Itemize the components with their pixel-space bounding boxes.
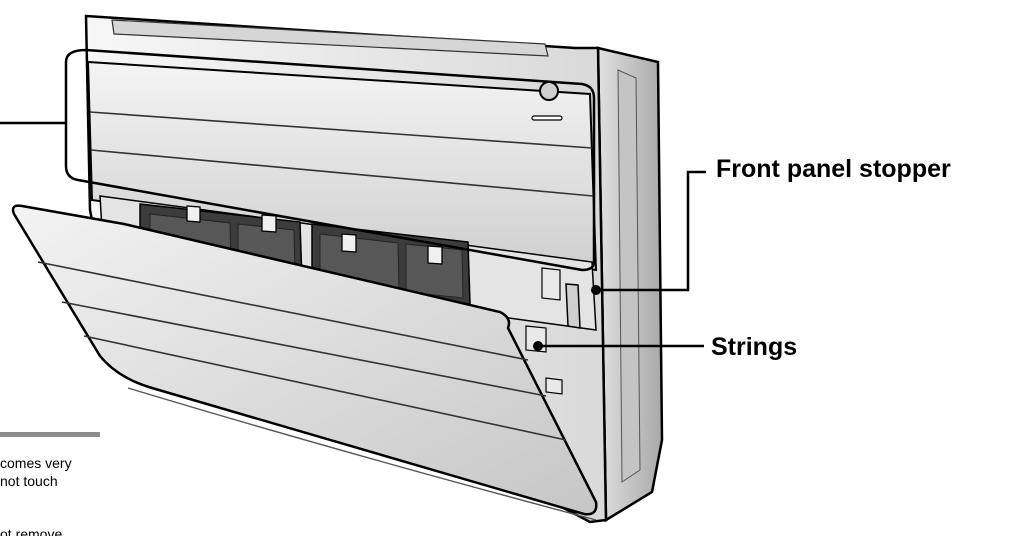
- lower-interior-part: [545, 377, 563, 395]
- front-panel-upper: [86, 60, 598, 272]
- round-indicator-icon: [539, 81, 559, 101]
- strings-leader-dot: [533, 341, 543, 351]
- side-note-line-1: comes very: [0, 455, 72, 471]
- front-panel-stopper-label: Front panel stopper: [716, 155, 951, 183]
- door-bottom-edge: [127, 387, 597, 521]
- front-panel-groove-1: [89, 111, 593, 149]
- side-note-line-3: ot remove: [0, 526, 63, 536]
- front-panel-stopper-part: [565, 283, 581, 329]
- stopper-bracket: [541, 267, 561, 301]
- top-air-outlet: [111, 19, 549, 57]
- note-rule: [0, 432, 100, 437]
- stopper-leader-dot: [591, 285, 601, 295]
- indicator-bar: [531, 115, 563, 121]
- door-groove-1: [37, 261, 529, 361]
- unit-side-detail: [617, 69, 641, 483]
- open-front-door: [11, 204, 598, 516]
- side-note-line-2: not touch: [0, 473, 58, 489]
- front-panel-callout-bracket: [64, 48, 596, 272]
- strings-label: Strings: [711, 333, 798, 361]
- door-groove-3: [83, 335, 567, 441]
- front-panel-groove-2: [90, 149, 594, 197]
- stopper-leader-line: [596, 170, 706, 292]
- door-groove-2: [61, 301, 547, 397]
